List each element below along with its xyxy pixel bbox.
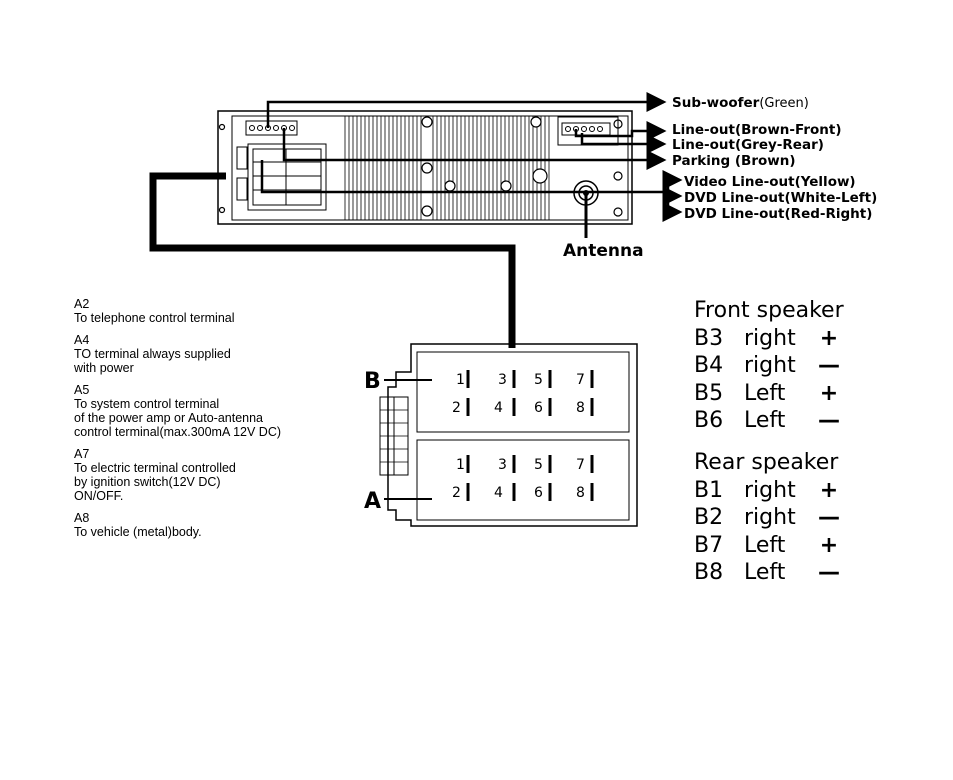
channel-side: Left <box>744 560 786 585</box>
speaker-row: B2 right — <box>694 504 844 532</box>
rear-speaker-title: Rear speaker <box>694 450 839 475</box>
pin-b-1: 1 <box>456 372 465 388</box>
pin-id: B1 <box>694 477 724 503</box>
pin-id: B5 <box>694 380 724 406</box>
pin-notes: A2 To telephone control terminal A4 TO t… <box>74 297 374 547</box>
line-out-rear-label: Line-out(Grey-Rear) <box>672 137 824 153</box>
connector-a-pins: 1 3 5 7 2 4 6 8 <box>452 455 594 501</box>
speaker-row: B8 Left — <box>694 559 844 587</box>
note-a7-line: ON/OFF. <box>74 489 124 503</box>
pin-a-1: 1 <box>456 457 465 473</box>
polarity: — <box>818 408 840 433</box>
pin-id: B2 <box>694 505 724 530</box>
polarity: — <box>818 560 840 585</box>
pin-id: B4 <box>694 353 724 378</box>
note-a4-id: A4 <box>74 333 90 347</box>
note-a5-line: control terminal(max.300mA 12V DC) <box>74 425 282 439</box>
polarity: + <box>819 532 839 558</box>
rca-jack-row-right <box>557 116 619 146</box>
note-a5-id: A5 <box>74 383 90 397</box>
antenna-label: Antenna <box>563 241 644 261</box>
pin-a-8: 8 <box>576 485 585 501</box>
speaker-row: B6 Left — <box>694 407 844 435</box>
dvd-left-label: DVD Line-out(White-Left) <box>684 190 877 206</box>
pin-id: B7 <box>694 532 724 558</box>
note-a5-line: of the power amp or Auto-antenna <box>74 411 264 425</box>
note-a7: A7 To electric terminal controlled by ig… <box>74 447 374 503</box>
connector-b-label: B <box>364 369 381 394</box>
connector-leader-lines <box>384 379 432 500</box>
pin-a-6: 6 <box>534 485 543 501</box>
connector-a-label: A <box>364 489 381 514</box>
channel-side: right <box>744 353 796 378</box>
pin-b-7: 7 <box>576 372 585 388</box>
note-a7-line: by ignition switch(12V DC) <box>74 475 221 489</box>
polarity: + <box>819 380 839 406</box>
iso-connector-plug <box>379 343 638 527</box>
head-unit-rear-panel <box>217 110 633 225</box>
pin-b-3: 3 <box>498 372 507 388</box>
connector-b-pins: 1 3 5 7 2 4 6 8 <box>452 370 594 416</box>
pin-a-2: 2 <box>452 485 461 501</box>
note-a7-line: To electric terminal controlled <box>74 461 236 475</box>
polarity: + <box>819 477 839 503</box>
pin-a-5: 5 <box>534 457 543 473</box>
note-a5: A5 To system control terminal of the pow… <box>74 383 374 439</box>
speaker-row: B1 right + <box>694 477 844 505</box>
pin-b-2: 2 <box>452 400 461 416</box>
video-out-label: Video Line-out(Yellow) <box>684 174 856 190</box>
line-out-front-label: Line-out(Brown-Front) <box>672 122 842 138</box>
note-a4-line: with power <box>74 361 134 375</box>
pin-b-8: 8 <box>576 400 585 416</box>
note-a8-line: To vehicle (metal)body. <box>74 525 202 539</box>
note-a2: A2 To telephone control terminal <box>74 297 374 325</box>
callout-leaders <box>260 92 683 222</box>
pin-id: B6 <box>694 408 724 433</box>
harness-cable <box>149 172 516 348</box>
pin-a-7: 7 <box>576 457 585 473</box>
parking-label: Parking (Brown) <box>672 153 796 169</box>
iso-connector-socket <box>236 120 327 211</box>
heatsink-fins <box>344 116 550 220</box>
note-a8: A8 To vehicle (metal)body. <box>74 511 374 539</box>
subwoofer-label: Sub-woofer <box>672 95 760 111</box>
pin-a-3: 3 <box>498 457 507 473</box>
pin-b-4: 4 <box>494 400 503 416</box>
note-a7-id: A7 <box>74 447 90 461</box>
note-a5-line: To system control terminal <box>74 397 220 411</box>
note-a2-id: A2 <box>74 297 90 311</box>
speaker-row: B7 Left + <box>694 532 844 560</box>
pin-id: B8 <box>694 560 724 585</box>
pin-b-6: 6 <box>534 400 543 416</box>
channel-side: Left <box>744 532 786 558</box>
pin-id: B3 <box>694 325 724 351</box>
pin-a-4: 4 <box>494 485 503 501</box>
subwoofer-color: (Green) <box>759 96 809 111</box>
polarity: + <box>819 325 839 351</box>
polarity: — <box>818 505 840 530</box>
speaker-row: B5 Left + <box>694 380 844 408</box>
note-a2-line: To telephone control terminal <box>74 311 235 325</box>
channel-side: right <box>744 325 796 351</box>
speaker-row: B3 right + <box>694 325 844 353</box>
note-a4: A4 TO terminal always supplied with powe… <box>74 333 374 375</box>
dvd-right-label: DVD Line-out(Red-Right) <box>684 206 872 222</box>
channel-side: right <box>744 477 796 503</box>
channel-side: Left <box>744 408 786 433</box>
pin-b-5: 5 <box>534 372 543 388</box>
note-a4-line: TO terminal always supplied <box>74 347 231 361</box>
front-speaker-title: Front speaker <box>694 298 844 323</box>
note-a8-id: A8 <box>74 511 90 525</box>
svg-text:Sub-woofer(Green): Sub-woofer(Green) <box>672 95 809 111</box>
channel-side: right <box>744 505 796 530</box>
channel-side: Left <box>744 380 786 406</box>
speaker-row: B4 right — <box>694 352 844 380</box>
polarity: — <box>818 353 840 378</box>
